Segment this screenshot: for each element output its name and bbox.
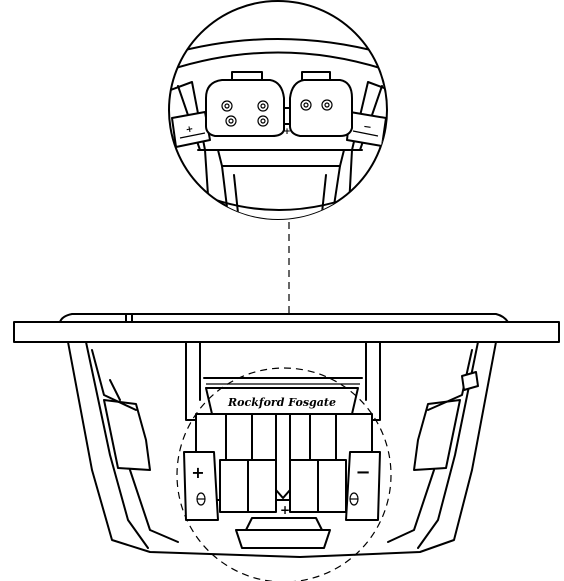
detail-left-plus-symbol: + [185,124,194,135]
mounting-flange [13,321,560,343]
terminal-callout-circle [176,367,392,581]
terminal-pin-sockets [221,99,333,127]
detail-magnifier: + + − [168,0,388,220]
positive-terminal-tab [183,451,219,521]
mounting-flange-top [59,313,509,323]
detail-center-plus-symbol: + [283,127,291,137]
brand-logo-text: Rockford Fosgate [227,396,336,409]
bottom-center-plus-symbol: + [280,503,290,517]
left-terminal-screw-icon [196,492,206,506]
negative-terminal-symbol: − [355,462,370,483]
right-terminal-screw-icon [349,492,359,506]
negative-terminal-tab [345,451,381,521]
positive-terminal-symbol: + [191,463,204,482]
terminal-block [195,413,373,513]
speaker-side-view: Rockford Fosgate + − [13,313,560,581]
detail-right-minus-symbol: − [362,121,372,133]
